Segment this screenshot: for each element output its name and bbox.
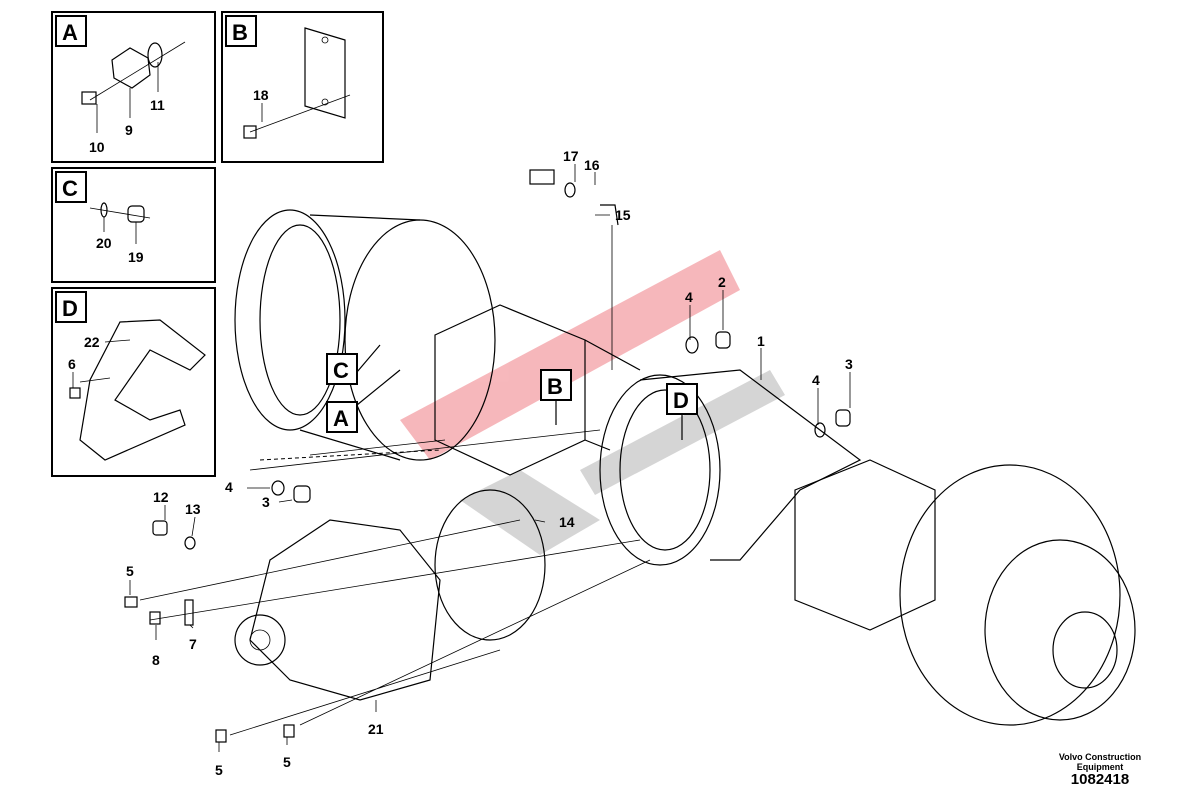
callout-5: 5: [126, 563, 134, 579]
callout-4c: 4: [225, 479, 233, 495]
callout-1: 1: [757, 333, 765, 349]
callout-12: 12: [153, 489, 169, 505]
detail-box-d: D 22 6: [51, 287, 216, 477]
callout-10: 10: [89, 139, 105, 155]
callout-5c: 5: [283, 754, 291, 770]
tile-b: B: [547, 374, 563, 399]
callout-16: 16: [584, 157, 600, 173]
callout-3: 3: [845, 356, 853, 372]
callout-20: 20: [96, 235, 112, 251]
company-label: Volvo Construction Equipment: [1058, 752, 1142, 772]
watermark-logo: [400, 250, 785, 555]
callout-4: 4: [685, 289, 693, 305]
tile-d: D: [673, 388, 689, 413]
detail-letter-c: C: [62, 176, 78, 201]
detail-box-c: C 20 19: [51, 167, 216, 283]
detail-letter-b: B: [232, 20, 248, 45]
callout-13: 13: [185, 501, 201, 517]
callout-3b: 3: [262, 494, 270, 510]
detail-letter-a: A: [62, 20, 78, 45]
callout-19: 19: [128, 249, 144, 265]
drawing-number: 1082418: [1070, 771, 1130, 788]
callout-6: 6: [68, 356, 76, 372]
detail-box-b: B 18: [221, 11, 384, 163]
callout-11: 11: [150, 97, 165, 113]
callout-2: 2: [718, 274, 726, 290]
main-callouts: 17 16 15 4 2 1 4 3 4 3 12 13 14 5 8 7 21…: [126, 148, 853, 778]
detail-box-a: A 11 9 10: [51, 11, 216, 163]
callout-7: 7: [189, 636, 197, 652]
detail-letter-d: D: [62, 296, 78, 321]
tile-c: C: [333, 358, 349, 383]
small-parts: [124, 164, 851, 752]
callout-14: 14: [559, 514, 575, 530]
callout-17: 17: [563, 148, 579, 164]
callout-15: 15: [615, 207, 631, 223]
callout-21: 21: [368, 721, 384, 737]
main-tiles: C A B D: [326, 344, 698, 440]
tile-a: A: [333, 406, 349, 431]
callout-22: 22: [84, 334, 100, 350]
callout-9: 9: [125, 122, 133, 138]
callout-4b: 4: [812, 372, 820, 388]
callout-18: 18: [253, 87, 269, 103]
callout-5b: 5: [215, 762, 223, 778]
axle-assembly: [139, 209, 1136, 736]
callout-8: 8: [152, 652, 160, 668]
